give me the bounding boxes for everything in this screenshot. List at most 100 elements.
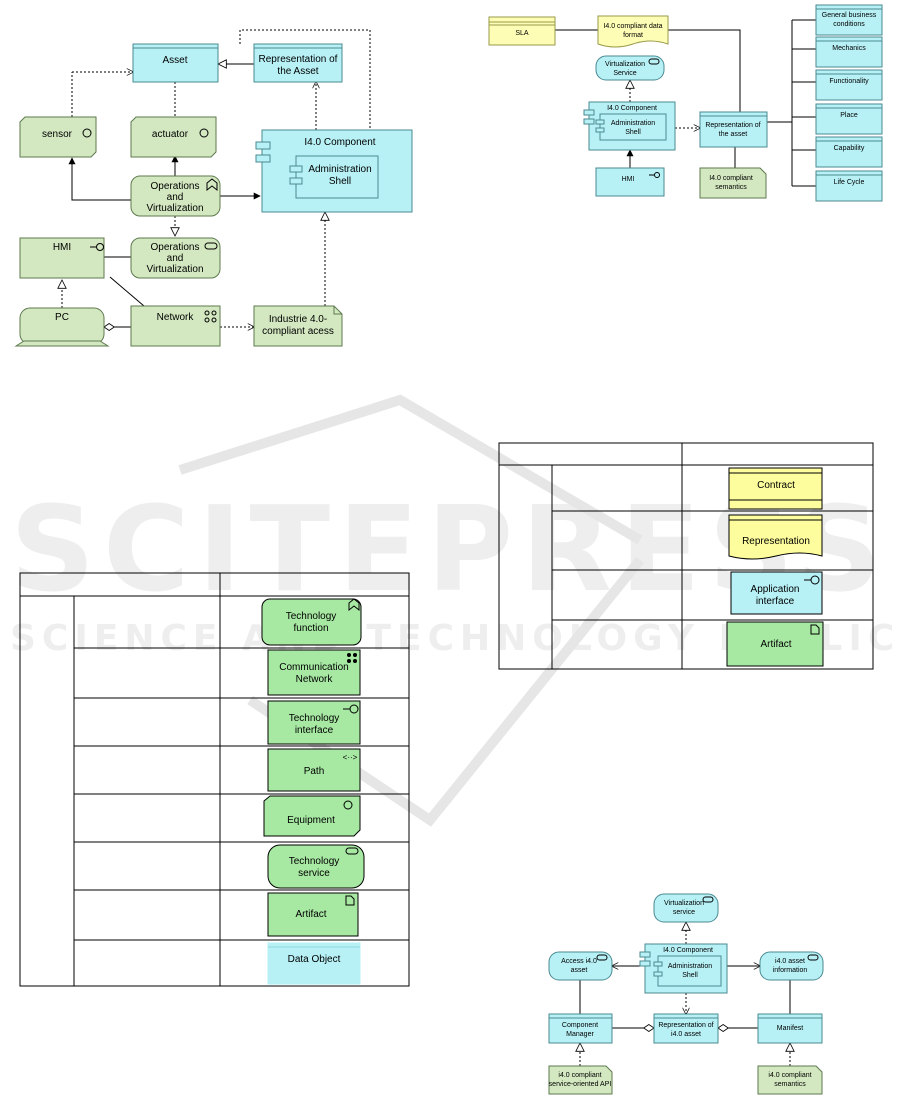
asset-box (132, 43, 219, 83)
symbol-contract-label: Contract (757, 480, 795, 491)
aspect-mechanics-box (815, 36, 883, 68)
symbol-artifact-label: Artifact (295, 909, 326, 920)
ops-function-label-2: and (167, 192, 184, 203)
actuator-label: actuator (152, 129, 189, 140)
ops-function-label-3: Virtualization (146, 203, 203, 214)
representation-label-2: the Asset (277, 66, 318, 77)
symbol-application-interface (730, 571, 823, 615)
representation-box (653, 1013, 719, 1044)
virtualization-label-2: Service (613, 70, 636, 77)
symbol-technology-service-label-1: Technology (289, 856, 340, 867)
data-format-label-2: format (623, 32, 643, 39)
symbol-equipment (263, 795, 361, 837)
symbol-data-object-label: Data Object (288, 954, 341, 965)
aspect-functionality-label: Functionality (829, 78, 869, 85)
service-icon (204, 242, 218, 250)
hmi-label: HMI (622, 176, 635, 183)
api-label-2: service-oriented API (549, 1081, 612, 1088)
device-base (14, 340, 110, 347)
semantics-label-2: semantics (774, 1081, 806, 1088)
symbol-path (267, 748, 361, 792)
data-format-label-1: I4.0 compliant data (603, 23, 662, 30)
representation-label-1: Representation of (705, 122, 760, 129)
interface-icon (96, 243, 104, 251)
virtualization-service-box (653, 893, 719, 923)
virtualization-label-1: Virtualization (664, 900, 704, 907)
representation-label-2: i4.0 asset (671, 1031, 701, 1038)
aspect-lifecycle-box (815, 170, 883, 202)
admin-shell-box (599, 113, 667, 141)
hmi-box (595, 167, 665, 197)
aspect-place-box (815, 103, 883, 135)
symbol-data-object (267, 942, 361, 985)
compliant-access-label-2: compliant acess (262, 326, 334, 337)
api-label-1: i4.0 compliant (558, 1072, 601, 1079)
component-manager-box (548, 1013, 613, 1044)
component-manager-label-2: Manager (566, 1031, 594, 1038)
aspect-general-box (815, 4, 883, 36)
diagram-top-left: Asset Representation of the Asset sensor… (14, 29, 413, 347)
aspect-capability-box (815, 136, 883, 168)
table-right-symbols: Contract Representation Application inte… (726, 467, 824, 667)
sensor-node (19, 116, 97, 158)
symbol-artifact-label: Artifact (760, 639, 791, 650)
virtualization-label-2: service (673, 909, 695, 916)
api-box (548, 1065, 613, 1095)
virtualization-service-box (595, 55, 665, 81)
representation-box (253, 43, 343, 83)
manifest-label: Manifest (777, 1025, 804, 1032)
service-icon (648, 58, 660, 65)
ops-service-label-1: Operations (151, 242, 200, 253)
symbol-technology-function (261, 598, 362, 646)
access-label-1: Access i4.0 (561, 958, 597, 965)
symbol-contract (728, 467, 823, 510)
actuator-node (130, 116, 217, 158)
i40-component-label: I4.0 Component (304, 137, 375, 148)
admin-shell-box (657, 955, 722, 987)
symbol-technology-function-label-1: Technology (286, 611, 337, 622)
i40-component-label: I4.0 Component (607, 105, 657, 112)
ops-service-label-2: and (167, 253, 184, 264)
interface-icon (654, 172, 660, 178)
gear-icon (343, 800, 353, 810)
function-icon (348, 598, 360, 612)
table-right (498, 442, 874, 670)
representation-label-2: the asset (719, 131, 747, 138)
table-left-symbols: Technology function Communication Networ… (261, 598, 365, 985)
service-icon (345, 847, 359, 855)
service-icon (807, 954, 819, 961)
service-icon (702, 896, 714, 903)
symbol-technology-interface-label-1: Technology (289, 713, 340, 724)
symbol-communication-network-label-2: Network (296, 674, 334, 685)
symbol-representation (728, 514, 823, 560)
symbol-equipment-label: Equipment (287, 815, 335, 826)
symbol-technology-interface-label-2: interface (295, 725, 334, 736)
aspect-place-label: Place (840, 112, 858, 119)
admin-shell-label-2: Shell (682, 972, 698, 979)
manifest-box (757, 1013, 823, 1044)
diagram-bottom-right: Virtualization service I4.0 Component Ad… (548, 893, 824, 1095)
semantics-label-2: semantics (715, 184, 747, 191)
pc-label: PC (55, 312, 69, 323)
symbol-artifact (267, 892, 359, 937)
aspect-mechanics-label: Mechanics (832, 45, 866, 52)
data-format-box (597, 15, 669, 48)
representation-label-1: Representation of (658, 1022, 713, 1029)
component-manager-label-1: Component (562, 1022, 598, 1029)
i40-component-label: I4.0 Component (663, 947, 713, 954)
admin-shell-label-2: Shell (625, 129, 641, 136)
symbol-technology-function-label-2: function (293, 623, 328, 634)
admin-shell-label-2: Shell (329, 176, 351, 187)
symbol-artifact (726, 621, 824, 667)
hmi-label: HMI (53, 242, 71, 253)
virtualization-label-1: Virtualization (605, 61, 645, 68)
gear-icon (199, 128, 209, 138)
aspect-lifecycle-label: Life Cycle (834, 179, 865, 186)
path-icon: <··> (343, 753, 358, 762)
symbol-application-interface-label-2: interface (756, 596, 795, 607)
admin-shell-box (295, 155, 379, 199)
information-label-1: i4.0 asset (775, 958, 805, 965)
representation-box (699, 111, 768, 148)
aspect-capability-label: Capability (834, 145, 865, 152)
